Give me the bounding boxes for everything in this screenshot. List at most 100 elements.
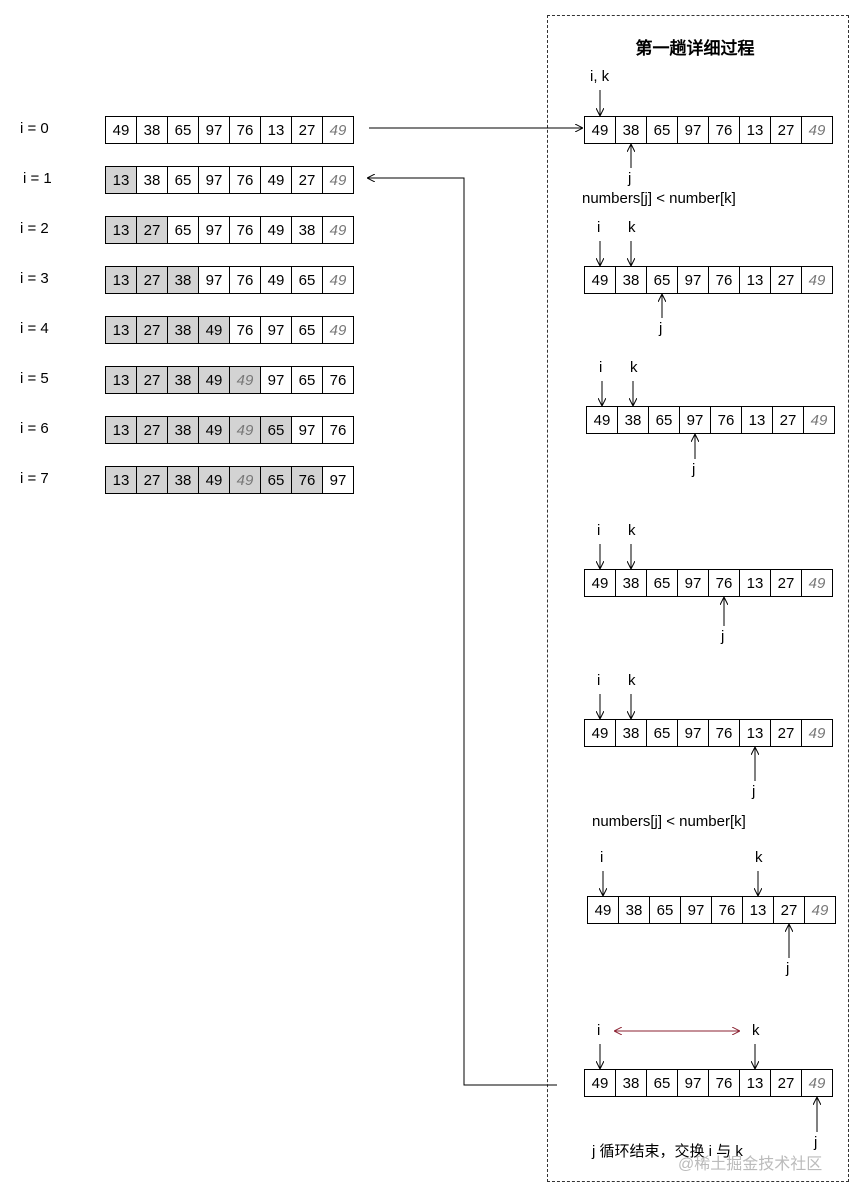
array-cell: 49: [591, 574, 609, 592]
array-cell: 65: [167, 167, 198, 193]
iteration-label: i = 4: [20, 320, 49, 337]
pointer-label-top: i, k: [590, 68, 610, 85]
iteration-label: i = 6: [20, 420, 49, 437]
array-cell: 13: [260, 117, 291, 143]
array-cell: 13: [106, 367, 136, 393]
array-cell: 49: [591, 271, 609, 289]
array-cell: 49: [801, 720, 832, 746]
array-cell: 49: [198, 467, 229, 493]
array-cell: 27: [136, 467, 167, 493]
array-cell: 13: [106, 167, 136, 193]
pointer-label-j: j: [752, 783, 756, 800]
array-cell: 27: [291, 117, 322, 143]
array-cell: 13: [741, 407, 772, 433]
array-cell: 49: [260, 217, 291, 243]
array-cell: 38: [167, 417, 198, 443]
pointer-label-j: j: [692, 461, 696, 478]
array-cell: 97: [677, 267, 708, 293]
pointer-label-top: i: [597, 672, 601, 689]
array-cell: 65: [648, 407, 679, 433]
array-cell: 97: [680, 897, 711, 923]
array-cell: 76: [708, 720, 739, 746]
array-cell: 49: [801, 267, 832, 293]
iteration-label: i = 0: [20, 120, 49, 137]
array-cell: 97: [677, 1070, 708, 1096]
array-cell: 27: [136, 267, 167, 293]
pointer-label-top: i: [599, 359, 603, 376]
array-cell: 49: [804, 897, 835, 923]
array-cell: 13: [106, 267, 136, 293]
array-cell: 27: [291, 167, 322, 193]
pointer-label-top: k: [628, 672, 636, 689]
array-cell: 13: [742, 897, 773, 923]
array-cell: 27: [136, 217, 167, 243]
back-to-i1-arrow: [368, 178, 557, 1086]
array-cell: 38: [291, 217, 322, 243]
array-cell: 76: [710, 407, 741, 433]
pointer-label-top: k: [628, 219, 636, 236]
array-cell: 65: [646, 570, 677, 596]
iteration-label: i = 5: [20, 370, 49, 387]
array-cell: 76: [291, 467, 322, 493]
array-cell: 49: [322, 117, 353, 143]
array-cell: 49: [260, 167, 291, 193]
array-cell: 13: [106, 467, 136, 493]
array-cell: 38: [167, 367, 198, 393]
array-cell: 13: [106, 217, 136, 243]
detail-panel: [547, 15, 849, 1182]
array-cell: 65: [167, 217, 198, 243]
array-cell: 13: [739, 1070, 770, 1096]
array-cell: 49: [260, 267, 291, 293]
pointer-label-top: k: [628, 522, 636, 539]
array-cell: 13: [739, 117, 770, 143]
array-cell: 65: [646, 720, 677, 746]
array-cell: 49: [801, 117, 832, 143]
pointer-label-top: i: [600, 849, 604, 866]
array-cell: 65: [260, 467, 291, 493]
array-cell: 49: [229, 417, 260, 443]
array-cell: 49: [198, 367, 229, 393]
array-cell: 27: [770, 570, 801, 596]
array-cell: 97: [677, 720, 708, 746]
panel-title: 第一趟详细过程: [635, 39, 755, 58]
array-cell: 38: [136, 167, 167, 193]
pointer-label-top: k: [755, 849, 763, 866]
array-cell: 27: [770, 720, 801, 746]
array-cell: 38: [617, 407, 648, 433]
pointer-label-top: k: [752, 1022, 760, 1039]
pointer-arrows: [600, 90, 817, 1132]
array-cell: 49: [198, 417, 229, 443]
iteration-label: i = 7: [20, 470, 49, 487]
array-cell: 97: [677, 570, 708, 596]
array-cell: 49: [322, 167, 353, 193]
array-cell: 65: [646, 117, 677, 143]
array-cell: 76: [708, 117, 739, 143]
array-cell: 49: [322, 217, 353, 243]
array-cell: 49: [112, 121, 130, 139]
array-cell: 97: [198, 267, 229, 293]
array-cell: 38: [167, 267, 198, 293]
array-cell: 65: [646, 267, 677, 293]
array-cell: 76: [708, 267, 739, 293]
pointer-label-top: i: [597, 219, 601, 236]
pointer-label-j: j: [814, 1134, 818, 1151]
array-cell: 38: [167, 317, 198, 343]
array-cell: 76: [322, 367, 353, 393]
array-cell: 76: [229, 317, 260, 343]
array-cell: 27: [773, 897, 804, 923]
array-cell: 65: [649, 897, 680, 923]
array-cell: 38: [136, 117, 167, 143]
array-cell: 49: [591, 121, 609, 139]
array-cell: 65: [260, 417, 291, 443]
array-cell: 13: [739, 267, 770, 293]
step-note: j 循环结束，交换 i 与 k: [592, 1143, 743, 1160]
